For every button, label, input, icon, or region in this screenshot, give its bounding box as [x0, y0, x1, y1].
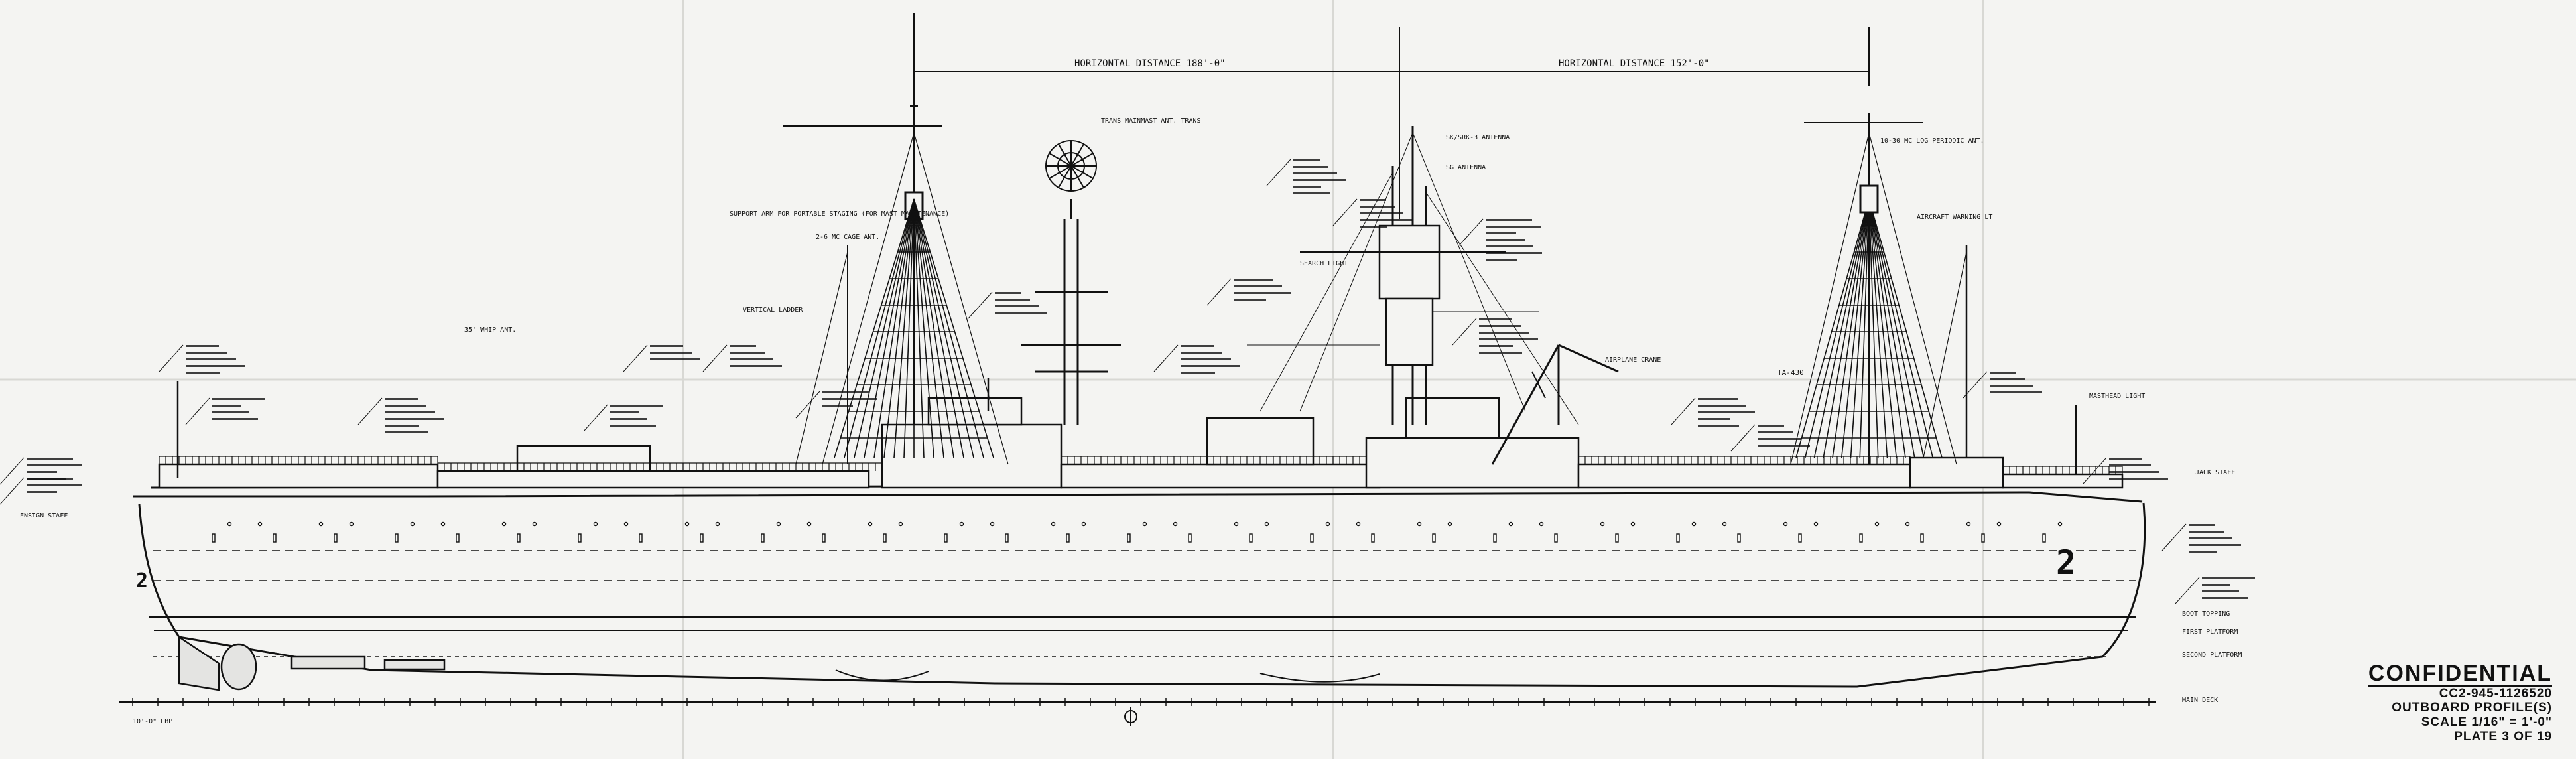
- drawing-title: OUTBOARD PROFILE(S): [2392, 701, 2552, 715]
- label-whip-ant: 35' WHIP ANT.: [464, 326, 516, 334]
- main-radar-tower: [1021, 199, 1121, 425]
- bridge-mast-cluster: [1300, 126, 1506, 425]
- auxiliary-poles: [176, 245, 2077, 478]
- label-sk-antenna: SK/SRK-3 ANTENNA: [1446, 134, 1510, 141]
- label-ensign-staff: ENSIGN STAFF: [20, 512, 68, 519]
- airplane-crane: [1491, 344, 1619, 465]
- dimension-aft-label: HORIZONTAL DISTANCE 152'-0": [1559, 58, 1710, 69]
- dimension-forward-label: HORIZONTAL DISTANCE 188'-0": [1074, 58, 1226, 69]
- horizontal-dimension-lines: [913, 13, 1870, 219]
- hull-number-aft: 2: [2056, 543, 2076, 582]
- hull-number-forward: 2: [136, 569, 148, 592]
- label-frame-reference: 10'-0" LBP: [133, 718, 172, 725]
- label-trans-mainmast: TRANS MAINMAST ANT. TRANS: [1101, 117, 1201, 125]
- label-ta-antenna: TA-430: [1777, 368, 1804, 377]
- portholes: [212, 521, 2063, 543]
- label-boot-topping: BOOT TOPPING: [2182, 610, 2230, 618]
- label-jack-staff: JACK STAFF: [2195, 469, 2235, 476]
- lattice-mast-forward: [834, 198, 994, 458]
- aft-mast-rigging: [1790, 132, 1967, 465]
- label-airplane-crane: AIRPLANE CRANE: [1605, 356, 1661, 364]
- forward-mast: [783, 100, 942, 464]
- label-second-platform: SECOND PLATFORM: [2182, 652, 2242, 659]
- label-first-platform: FIRST PLATFORM: [2182, 628, 2238, 636]
- label-masthead-light: MASTHEAD LIGHT: [2089, 393, 2145, 400]
- label-support-arm: SUPPORT ARM FOR PORTABLE STAGING (FOR MA…: [730, 210, 949, 218]
- aft-mast: [1804, 113, 1923, 464]
- label-search-light: SEARCH LIGHT: [1300, 260, 1348, 267]
- label-sg-antenna: SG ANTENNA: [1446, 164, 1486, 171]
- centerline-mark: [1124, 707, 1137, 726]
- title-block: CONFIDENTIAL CC2-945-1126520 OUTBOARD PR…: [2360, 662, 2552, 744]
- label-aircraft-warning-lt: AIRCRAFT WARNING LT: [1917, 214, 1992, 221]
- sonar-dome: [835, 669, 1380, 683]
- propeller-and-rudder: [178, 635, 446, 691]
- annotation-text-blocks: [27, 159, 2255, 599]
- drawing-scale: SCALE 1/16" = 1'-0": [2421, 715, 2552, 730]
- frame-station-ticks: [132, 698, 2150, 706]
- annotation-leader-lines: [0, 159, 2200, 604]
- radar-antenna-dish: [1045, 140, 1097, 192]
- label-cage-antenna: 2-6 MC CAGE ANT.: [816, 234, 879, 241]
- forward-mast-rigging: [795, 132, 1009, 465]
- drawing-number: CC2-945-1126520: [2439, 686, 2552, 701]
- confidential-stamp: CONFIDENTIAL: [2368, 660, 2552, 687]
- label-vertical-ladder: VERTICAL LADDER: [743, 307, 803, 314]
- label-main-deck: MAIN DECK: [2182, 697, 2218, 704]
- label-log-periodic: 10-30 MC LOG PERIODIC ANT.: [1880, 137, 1984, 145]
- plate-number: PLATE 3 OF 19: [2454, 730, 2552, 744]
